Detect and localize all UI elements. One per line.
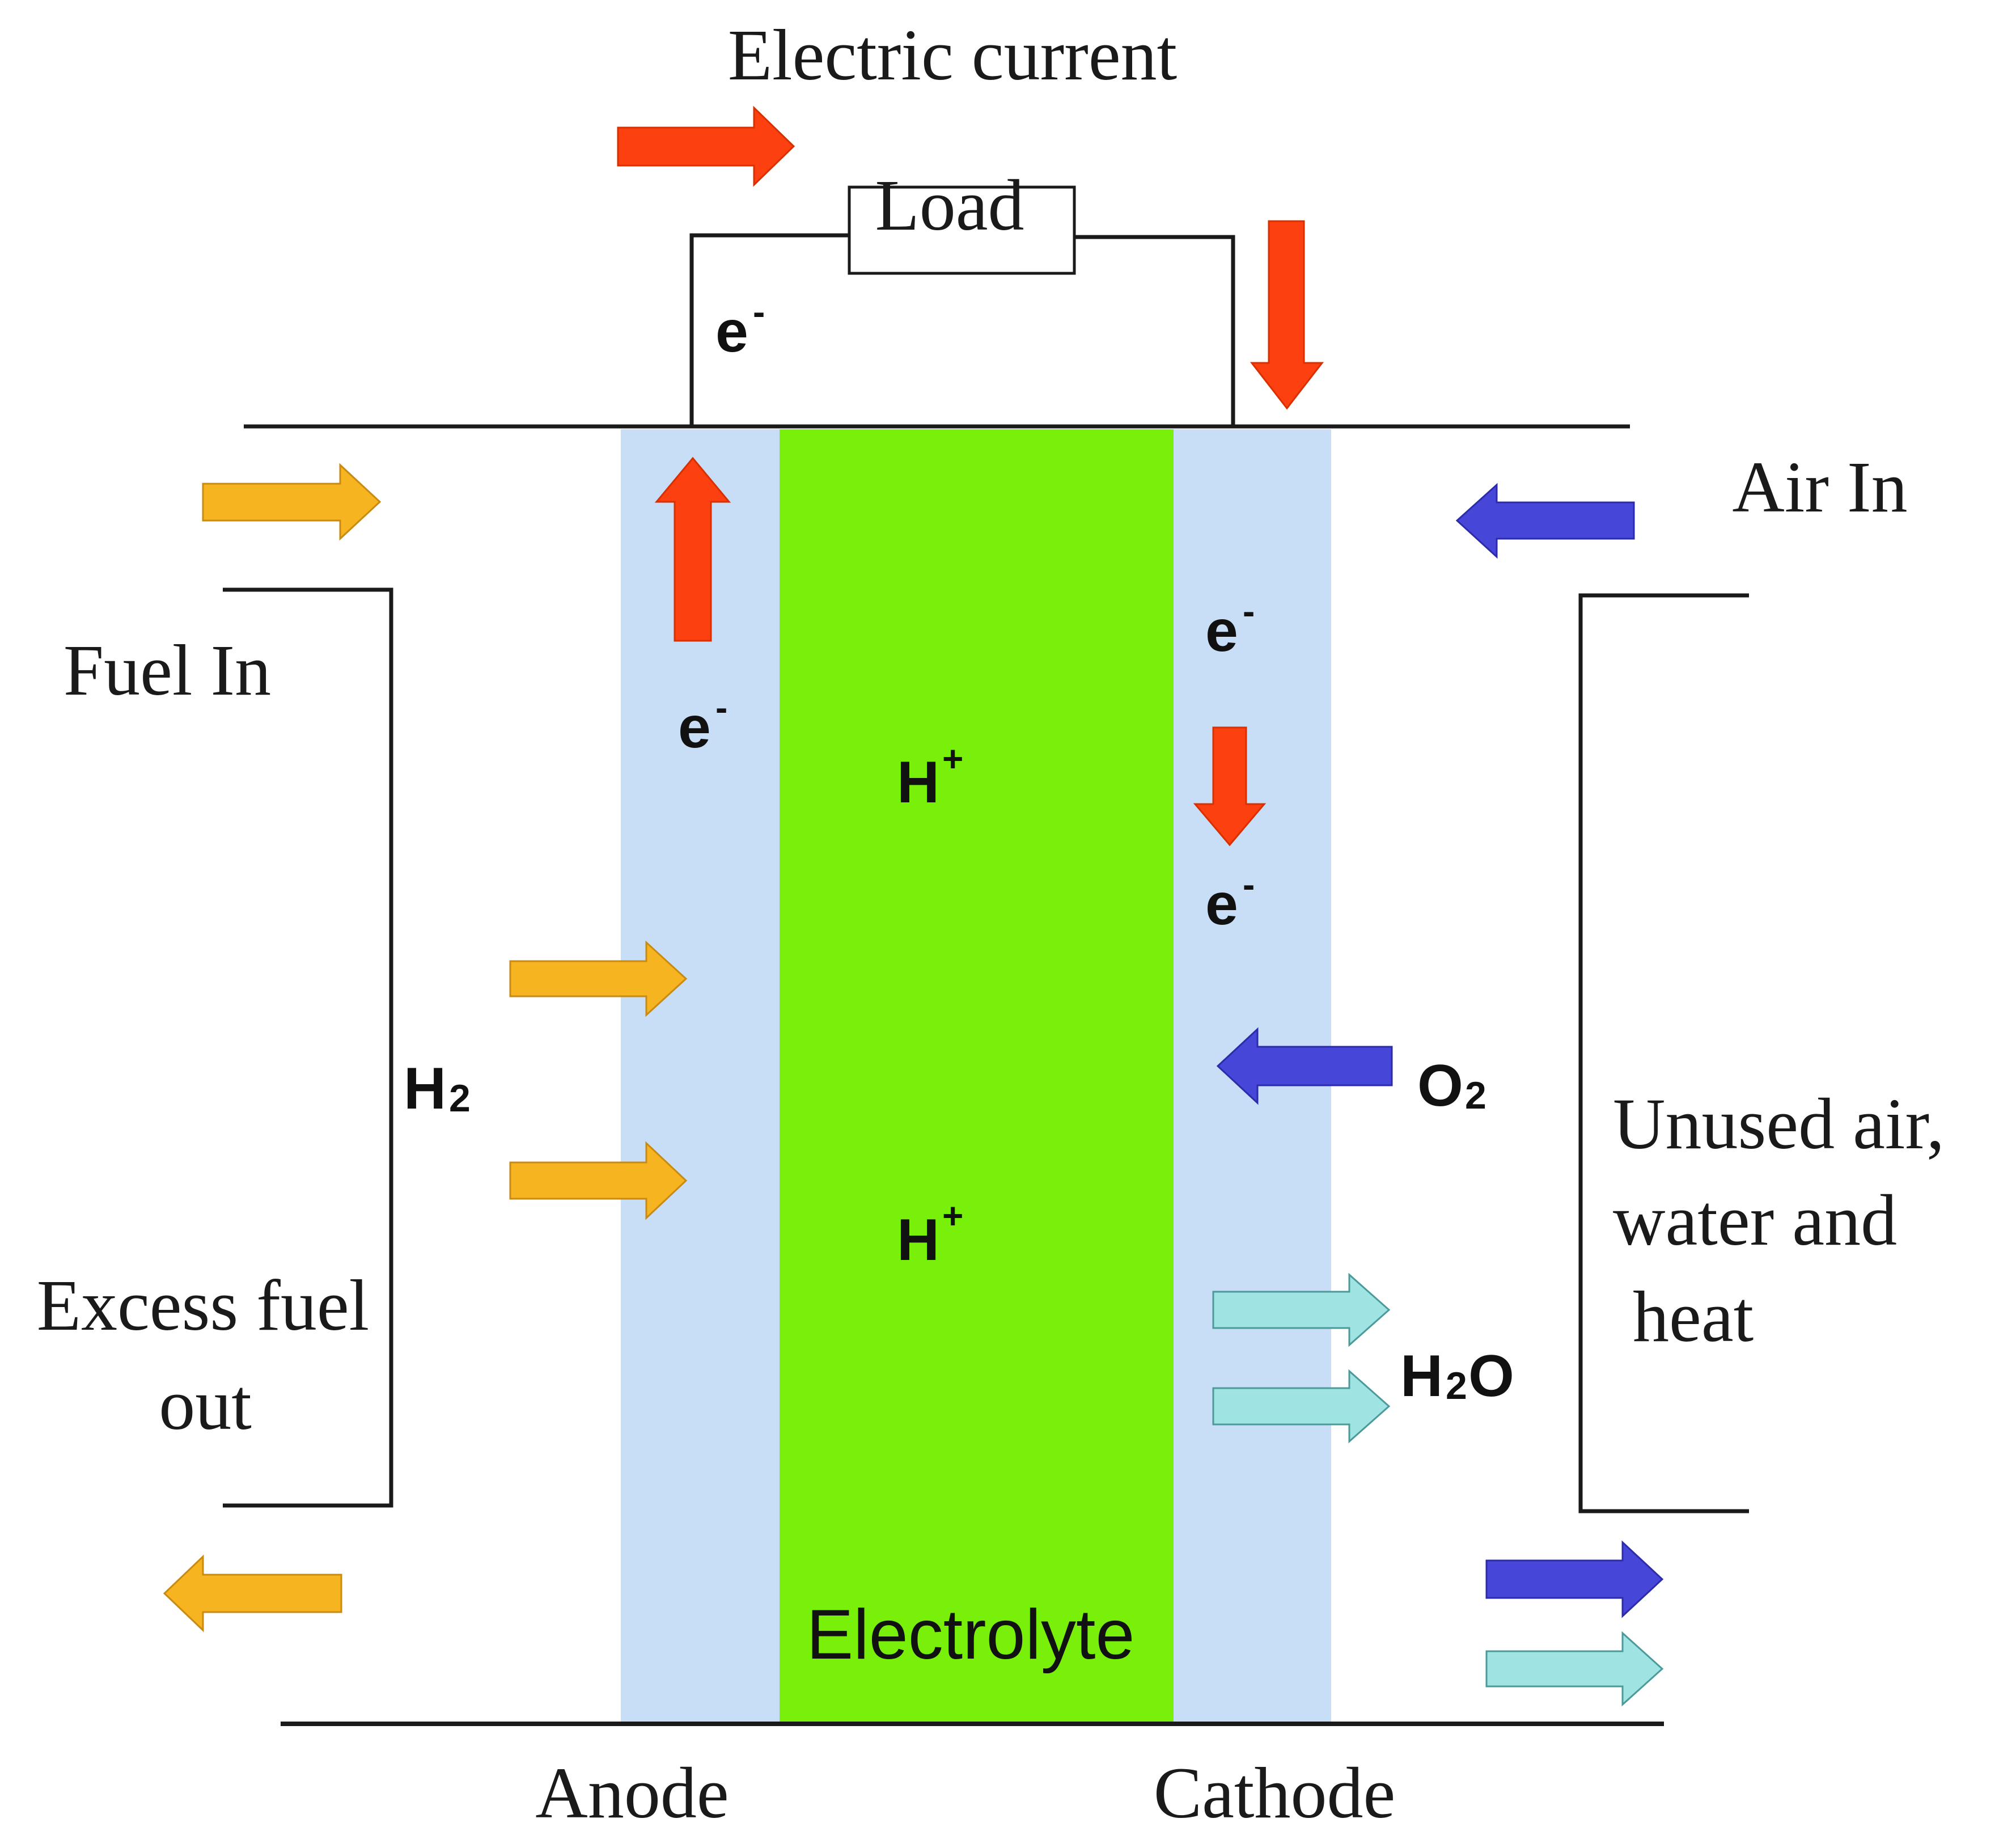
cathode-label: Cathode: [1154, 1753, 1396, 1833]
circuit-wire-right: [1074, 235, 1235, 426]
anode-layer: [621, 429, 780, 1722]
fuel-side-bracket: [223, 587, 393, 1508]
hydrogen-arrow-upper: [509, 940, 688, 1017]
electrolyte-label: Electrolyte: [807, 1596, 1135, 1674]
svg-text:H: H: [897, 750, 939, 815]
hydrogen-label: H 2: [404, 1056, 471, 1122]
electron-down-to-cathode-arrow: [1250, 220, 1324, 410]
svg-text:e: e: [1205, 598, 1238, 664]
fuel-in-arrow: [202, 463, 382, 541]
svg-text:O: O: [1468, 1343, 1514, 1409]
water-arrow-upper: [1212, 1272, 1391, 1347]
excess-fuel-label-line1: Excess fuel: [37, 1265, 369, 1346]
unused-label-line1: Unused air,: [1613, 1084, 1945, 1164]
svg-text:O: O: [1417, 1053, 1463, 1119]
electron-up-from-anode-arrow: [654, 456, 731, 642]
electron-symbol-cathode-upper: e -: [1205, 591, 1255, 664]
water-label: H 2 O: [1400, 1343, 1514, 1409]
circuit-wire-left: [689, 233, 849, 426]
svg-text:2: 2: [1446, 1364, 1467, 1407]
load-label: Load: [875, 165, 1024, 246]
unused-label-line2: water and: [1613, 1180, 1897, 1261]
electric-current-arrow: [617, 105, 795, 187]
svg-text:2: 2: [1465, 1074, 1486, 1117]
fuel-in-label: Fuel In: [63, 630, 271, 711]
excess-fuel-out-arrow: [163, 1554, 342, 1633]
svg-text:-: -: [1243, 864, 1255, 905]
unused-label-line3: heat: [1633, 1276, 1754, 1357]
electron-down-in-cathode-arrow: [1193, 726, 1267, 847]
unused-air-out-arrow: [1485, 1540, 1664, 1618]
proton-symbol-lower: H +: [897, 1195, 963, 1273]
svg-text:2: 2: [449, 1077, 471, 1120]
svg-text:H: H: [404, 1056, 446, 1122]
svg-text:H: H: [1400, 1343, 1443, 1409]
svg-text:-: -: [715, 687, 727, 728]
hydrogen-arrow-lower: [509, 1141, 688, 1220]
electron-symbol-circuit: e -: [715, 291, 765, 365]
electron-symbol-cathode-lower: e -: [1205, 864, 1255, 937]
water-out-arrow: [1485, 1631, 1664, 1707]
electrolyte-layer: [780, 429, 1174, 1722]
proton-symbol-upper: H +: [897, 738, 963, 815]
svg-text:e: e: [715, 299, 748, 365]
water-arrow-lower: [1212, 1369, 1391, 1444]
svg-text:+: +: [942, 1195, 963, 1236]
air-side-bracket: [1578, 593, 1749, 1513]
air-in-arrow: [1455, 483, 1635, 559]
svg-text:e: e: [1205, 872, 1238, 937]
electric-current-label: Electric current: [728, 15, 1177, 95]
svg-text:H: H: [897, 1207, 939, 1273]
air-in-label: Air In: [1732, 447, 1907, 527]
electron-symbol-anode: e -: [678, 687, 727, 760]
svg-text:e: e: [678, 695, 711, 760]
excess-fuel-label-line2: out: [159, 1364, 252, 1445]
oxygen-arrow: [1216, 1027, 1393, 1105]
oxygen-label: O 2: [1417, 1053, 1486, 1119]
anode-label: Anode: [535, 1753, 729, 1833]
svg-text:-: -: [753, 291, 765, 332]
load-box: [848, 185, 1076, 275]
svg-text:+: +: [942, 738, 963, 779]
svg-text:-: -: [1243, 591, 1255, 632]
